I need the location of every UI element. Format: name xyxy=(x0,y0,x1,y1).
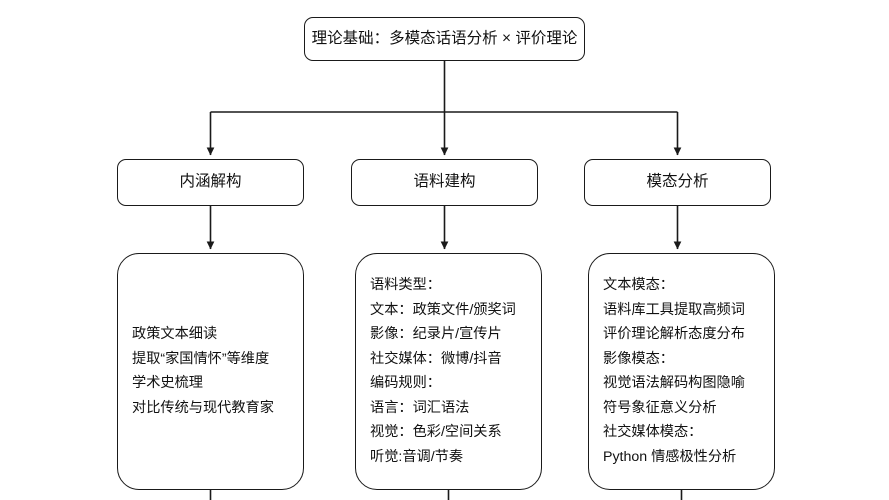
detail-line: 视觉语法解码构图隐喻 xyxy=(603,375,745,391)
detail-0-lines: 政策文本细读 提取“家国情怀”等维度 学术史梳理 对比传统与现代教育家 xyxy=(132,323,303,420)
detail-line: 对比传统与现代教育家 xyxy=(132,399,274,416)
node-stage-neihan-jiegou[interactable]: 内涵解构 xyxy=(117,159,304,206)
detail-line: 语料类型： xyxy=(370,277,441,293)
node-detail-motai-fenxi[interactable]: 文本模态： 语料库工具提取高频词 评价理论解析态度分布 影像模态： 视觉语法解码… xyxy=(588,253,775,490)
node-stage-1-label: 语料建构 xyxy=(413,173,476,191)
detail-2-lines: 文本模态： 语料库工具提取高频词 评价理论解析态度分布 影像模态： 视觉语法解码… xyxy=(603,274,774,469)
node-stage-yuliao-jiangou[interactable]: 语料建构 xyxy=(351,159,538,206)
node-detail-yuliao-jiangou[interactable]: 语料类型： 文本：政策文件/颁奖词 影像：纪录片/宣传片 社交媒体：微博/抖音 … xyxy=(355,253,542,490)
detail-line: 文本模态： xyxy=(603,277,674,293)
detail-line: 学术史梳理 xyxy=(132,375,203,391)
detail-line: Python 情感极性分析 xyxy=(603,448,737,465)
detail-line: 社交媒体：微博/抖音 xyxy=(370,350,502,367)
detail-line: 编码规则： xyxy=(370,375,441,391)
detail-line: 视觉：色彩/空间关系 xyxy=(370,424,502,440)
detail-line: 影像：纪录片/宣传片 xyxy=(370,326,502,342)
detail-line: 听觉:音调/节奏 xyxy=(370,448,464,465)
detail-line: 语料库工具提取高频词 xyxy=(603,301,745,318)
node-stage-motai-fenxi[interactable]: 模态分析 xyxy=(584,159,771,206)
detail-line: 评价理论解析态度分布 xyxy=(603,326,745,342)
detail-line: 政策文本细读 xyxy=(132,326,218,342)
node-root[interactable]: 理论基础：多模态话语分析 × 评价理论 xyxy=(304,17,585,61)
detail-line: 影像模态： xyxy=(603,350,674,367)
node-detail-neihan-jiegou[interactable]: 政策文本细读 提取“家国情怀”等维度 学术史梳理 对比传统与现代教育家 xyxy=(117,253,304,490)
detail-line: 社交媒体模态： xyxy=(603,424,703,440)
detail-line: 语言：词汇语法 xyxy=(370,399,470,416)
detail-line: 提取“家国情怀”等维度 xyxy=(132,350,270,367)
node-stage-0-label: 内涵解构 xyxy=(179,173,242,191)
node-root-label: 理论基础：多模态话语分析 × 评价理论 xyxy=(311,29,578,47)
detail-line: 符号象征意义分析 xyxy=(603,399,717,416)
detail-line: 文本：政策文件/颁奖词 xyxy=(370,301,516,318)
node-stage-2-label: 模态分析 xyxy=(646,173,709,191)
detail-1-lines: 语料类型： 文本：政策文件/颁奖词 影像：纪录片/宣传片 社交媒体：微博/抖音 … xyxy=(370,274,541,469)
